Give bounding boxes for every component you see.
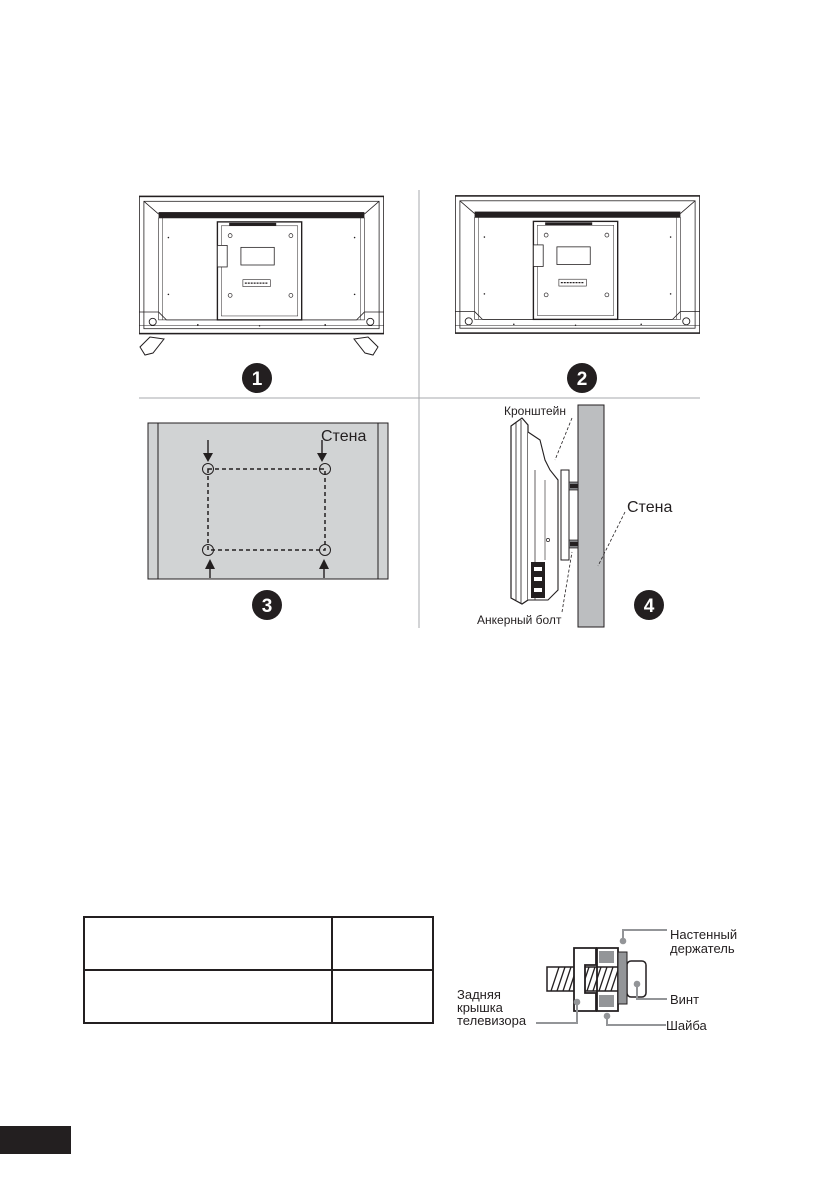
svg-text:1: 1 xyxy=(252,369,263,390)
wall-holder-label: Настенный xyxy=(670,927,737,942)
mounting-hole xyxy=(319,463,331,475)
step-badge-1: 1 xyxy=(242,363,272,393)
back-cover-label-3: телевизора xyxy=(457,1013,527,1028)
svg-text:3: 3 xyxy=(262,596,273,617)
table-cell xyxy=(83,969,333,1024)
washer-label: Шайба xyxy=(666,1018,708,1033)
mounting-hole xyxy=(202,544,214,556)
step-badge-4: 4 xyxy=(634,590,664,620)
table-row xyxy=(83,916,434,971)
wall-holder-label-2: держатель xyxy=(670,941,735,956)
wall-template: Стена xyxy=(147,422,389,580)
specs-table xyxy=(83,916,434,1024)
back-cover-label-2: крышка xyxy=(457,1000,504,1015)
mounting-hole-pattern xyxy=(207,468,326,551)
tv-back-without-stand xyxy=(455,195,700,334)
tv-side-view: Кронштейн Стена Анкерный болт xyxy=(477,404,672,628)
tv-back-with-stand xyxy=(139,195,384,356)
screw-cross-section: Настенный держатель Винт Задняя крышка т… xyxy=(457,927,737,1033)
table-row xyxy=(83,969,434,1024)
table-cell xyxy=(331,916,434,971)
svg-text:4: 4 xyxy=(644,596,655,617)
anchor-bolt-label: Анкерный болт xyxy=(477,613,562,627)
table-cell xyxy=(83,916,333,971)
table-cell xyxy=(331,969,434,1024)
page-tab xyxy=(0,1126,71,1154)
mounting-hole xyxy=(202,463,214,475)
wall-holder-block xyxy=(599,951,614,963)
wall-section xyxy=(577,404,605,628)
back-cover-label: Задняя xyxy=(457,987,501,1002)
screw-label: Винт xyxy=(670,992,699,1007)
svg-text:2: 2 xyxy=(577,369,588,390)
tv-back-cover-section xyxy=(573,947,597,1012)
bracket-label: Кронштейн xyxy=(504,404,566,418)
step-badge-2: 2 xyxy=(567,363,597,393)
washer-block xyxy=(599,995,614,1007)
wall-label: Стена xyxy=(321,428,366,445)
mounting-hole xyxy=(319,544,331,556)
bracket xyxy=(560,469,570,561)
wall-side-label: Стена xyxy=(627,499,672,516)
step-badge-3: 3 xyxy=(252,590,282,620)
